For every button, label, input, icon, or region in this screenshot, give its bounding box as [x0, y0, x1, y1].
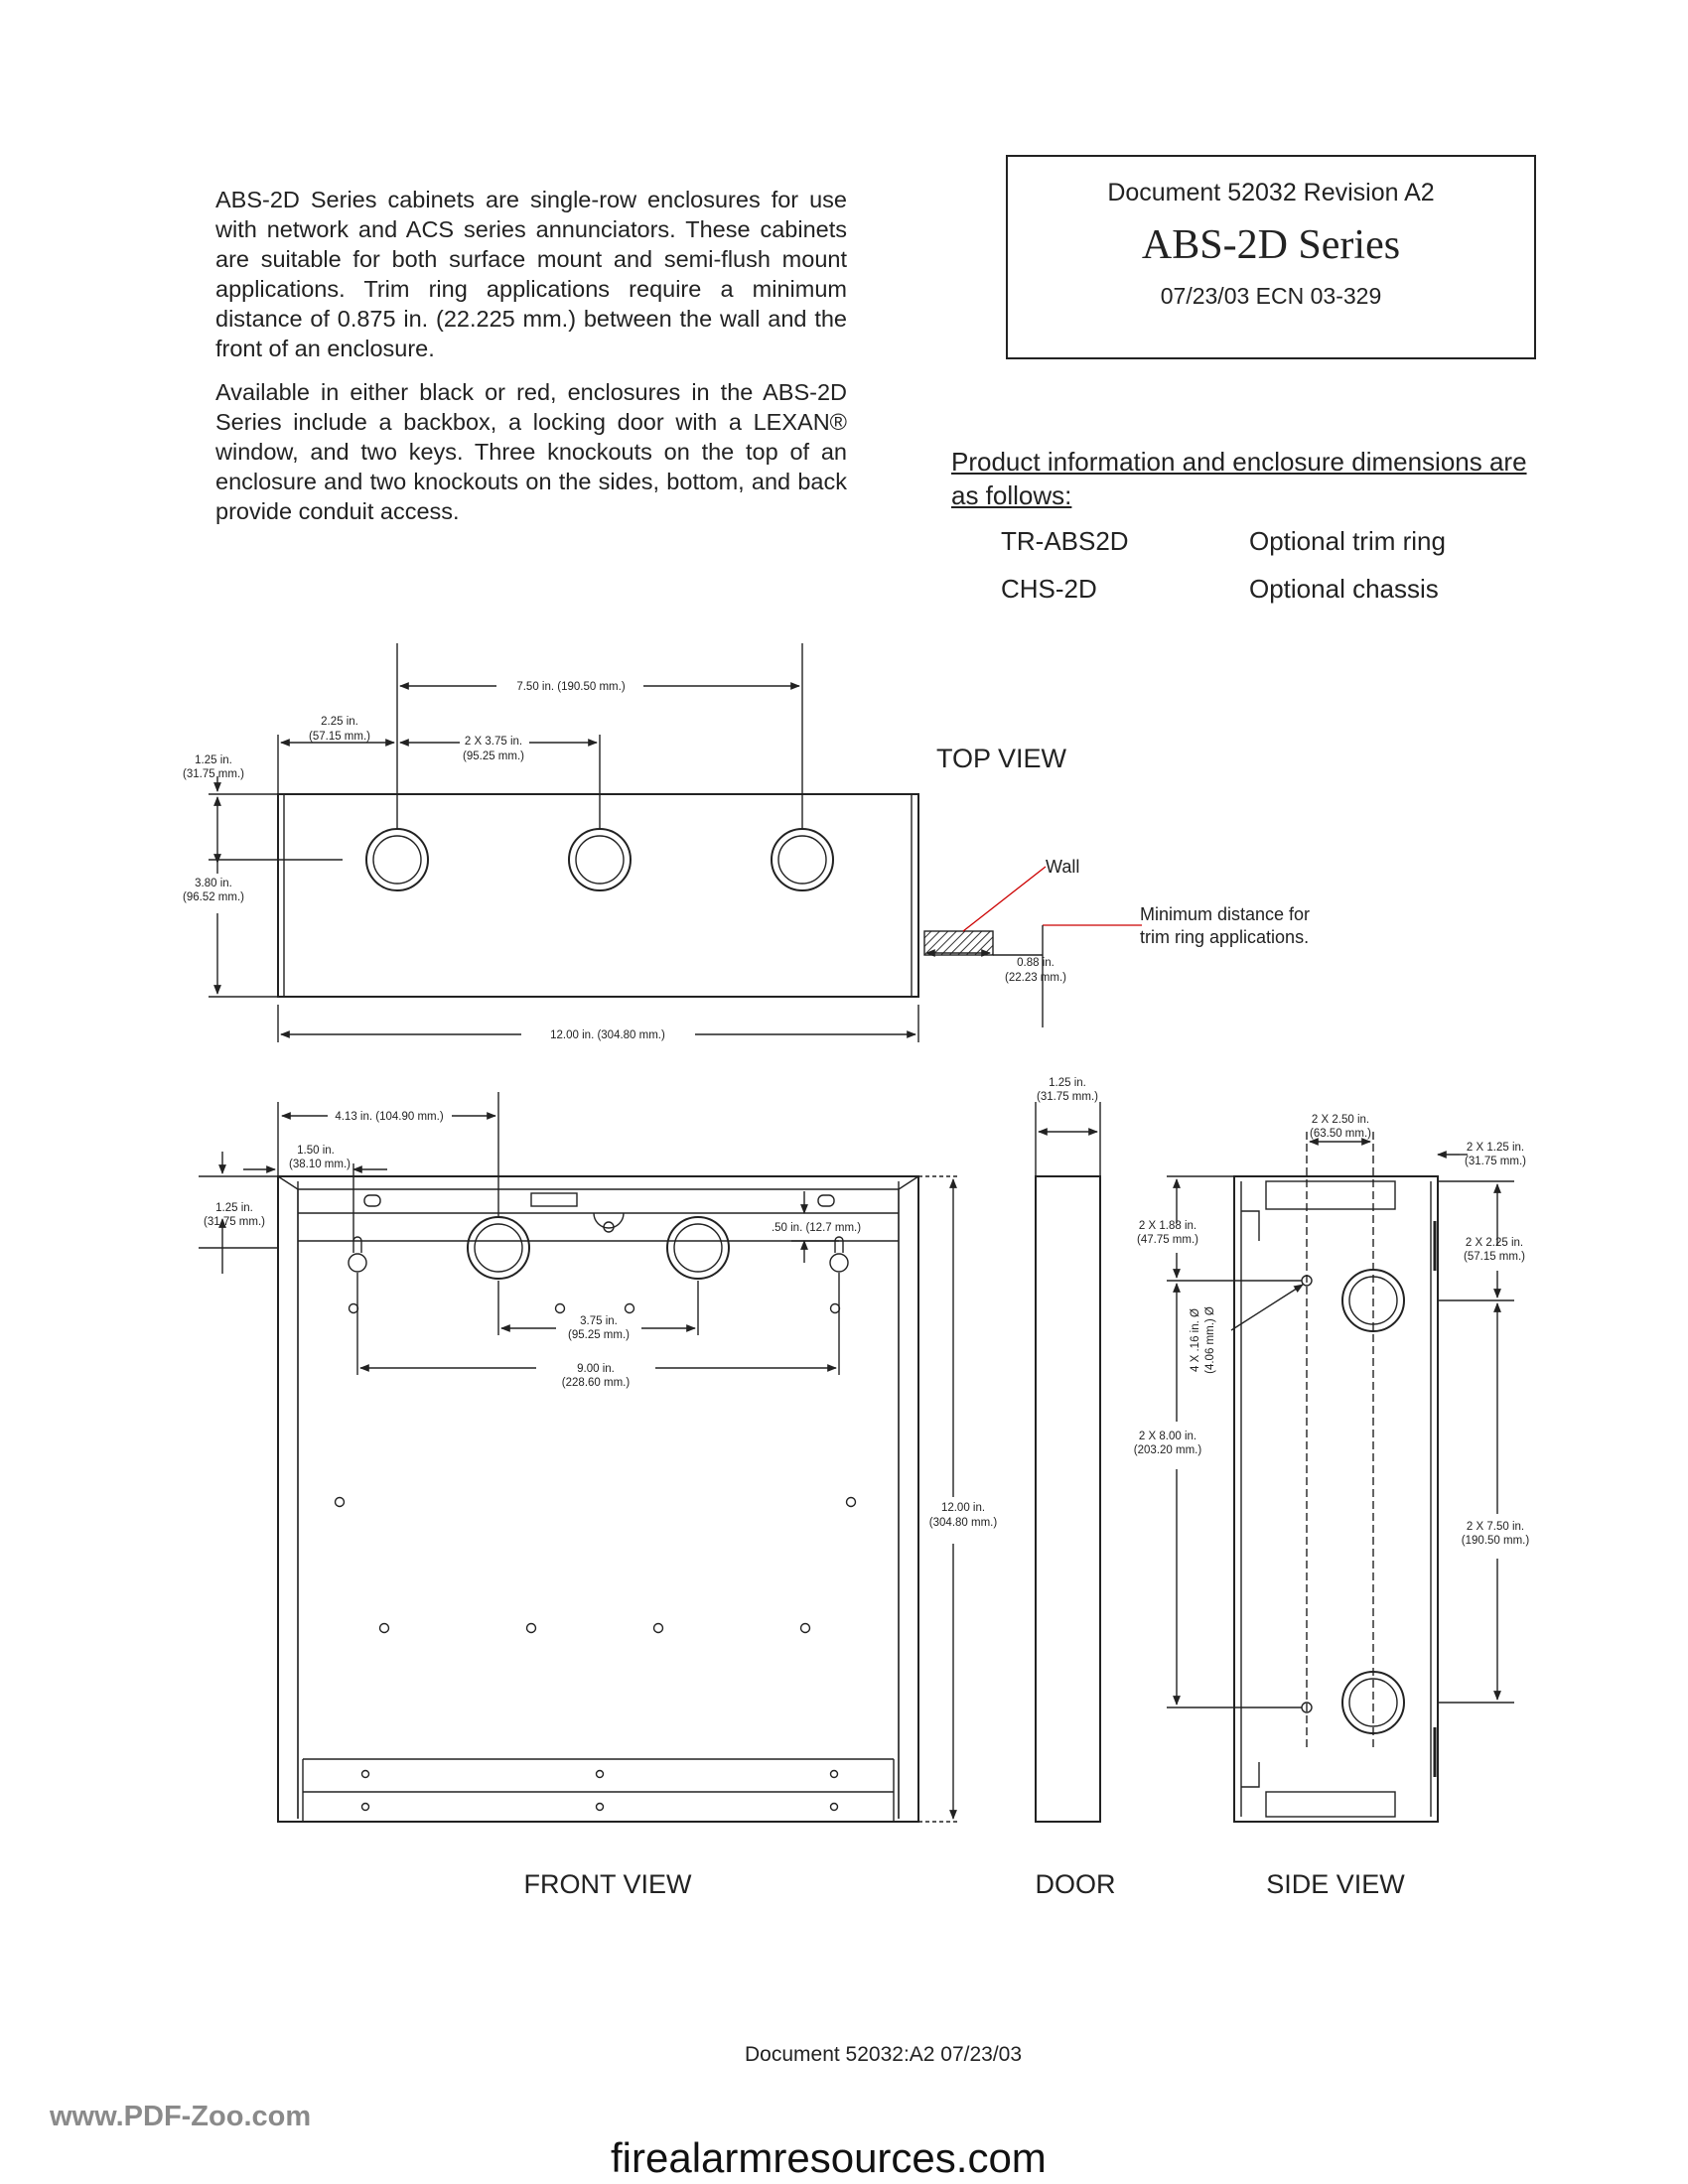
- dim-label: 2.25 in.: [321, 716, 358, 728]
- dim-label: 1.25 in.: [215, 1202, 253, 1214]
- dim-label: 12.00 in. (304.80 mm.): [550, 1029, 665, 1041]
- view-captions: TOP VIEW FRONT VIEW DOOR SIDE VIEW: [523, 744, 1405, 1899]
- dim-label: 12.00 in.: [941, 1502, 985, 1514]
- knockout-front-2: [666, 1216, 730, 1280]
- dim-label: 3.80 in.: [195, 878, 232, 889]
- door-view: 1.25 in. (31.75 mm.): [1035, 1077, 1101, 1823]
- side-view-outline: [1233, 1175, 1439, 1823]
- product-info-heading: Product information and enclosure dimens…: [951, 447, 1527, 510]
- front-view-caption: FRONT VIEW: [523, 1869, 692, 1899]
- dim-label: (38.10 mm.): [289, 1159, 351, 1170]
- watermark-bottom: firealarmresources.com: [611, 2134, 1047, 2181]
- keyhole-left: [348, 1236, 367, 1273]
- dim-label: 1.25 in.: [195, 754, 232, 766]
- top-view-caption: TOP VIEW: [936, 744, 1067, 773]
- dim-label: 2 X 1.88 in.: [1139, 1220, 1196, 1232]
- product-desc: Optional chassis: [1249, 574, 1439, 604]
- dim-label: (96.52 mm.): [183, 891, 244, 903]
- dim-label: (304.80 mm.): [929, 1517, 998, 1529]
- dim-label: 2 X 8.00 in.: [1139, 1431, 1196, 1442]
- dim-label: (95.25 mm.): [568, 1329, 630, 1341]
- dim-label: (95.25 mm.): [463, 751, 524, 762]
- dim-label: 2 X 1.25 in.: [1467, 1142, 1524, 1154]
- dim-label: 7.50 in. (190.50 mm.): [516, 681, 625, 693]
- document-title: ABS-2D Series: [1141, 222, 1401, 268]
- dim-label: 4 X .16 in. Ø: [1190, 1308, 1201, 1372]
- dim-label: (190.50 mm.): [1462, 1535, 1530, 1547]
- front-view-dimensions: 4.13 in. (104.90 mm.) 1.50 in. (38.10 mm…: [204, 1111, 997, 1529]
- document-ecn: 07/23/03 ECN 03-329: [1160, 283, 1382, 309]
- min-distance-note: trim ring applications.: [1140, 927, 1309, 947]
- intro-paragraph-2: Available in either black or red, enclos…: [215, 379, 847, 524]
- dim-label: (57.15 mm.): [1464, 1251, 1525, 1263]
- dim-label: .50 in. (12.7 mm.): [772, 1222, 861, 1234]
- product-code: TR-ABS2D: [1001, 526, 1129, 556]
- dim-label: (47.75 mm.): [1137, 1234, 1198, 1246]
- dim-label: (228.60 mm.): [562, 1377, 631, 1389]
- dim-label: (203.20 mm.): [1134, 1444, 1202, 1456]
- dim-label: 2 X 7.50 in.: [1467, 1521, 1524, 1533]
- top-view-notes: Wall Minimum distance for trim ring appl…: [1046, 857, 1310, 947]
- dim-label: (31.75 mm.): [1465, 1156, 1526, 1167]
- watermark-left: www.PDF-Zoo.com: [50, 2101, 312, 2132]
- product-row: TR-ABS2D Optional trim ring: [1001, 522, 1446, 570]
- product-list: TR-ABS2D Optional trim ring CHS-2D Optio…: [1001, 522, 1446, 617]
- door-outline: [1035, 1175, 1101, 1823]
- product-info: Product information and enclosure dimens…: [951, 445, 1547, 617]
- front-view-outline: [277, 1175, 919, 1823]
- document-revision: Document 52032 Revision A2: [1107, 179, 1435, 206]
- dim-label: 1.50 in.: [297, 1145, 335, 1157]
- dim-label: 2 X 2.50 in.: [1312, 1114, 1369, 1126]
- knockout-top-1: [365, 828, 429, 891]
- dim-label: 1.25 in.: [1049, 1077, 1086, 1089]
- dim-label: (31.75 mm.): [204, 1216, 265, 1228]
- dim-label: 9.00 in.: [577, 1363, 615, 1375]
- front-view: 4.13 in. (104.90 mm.) 1.50 in. (38.10 mm…: [199, 1092, 997, 1823]
- product-desc: Optional trim ring: [1249, 526, 1446, 556]
- door-dimensions: 1.25 in. (31.75 mm.): [1037, 1077, 1098, 1103]
- knockout-top-3: [771, 828, 834, 891]
- wall-hatch: [923, 930, 994, 956]
- footer-doc: Document 52032:A2 07/23/03: [745, 2043, 1023, 2066]
- dim-label: (31.75 mm.): [1037, 1091, 1098, 1103]
- door-caption: DOOR: [1036, 1869, 1116, 1899]
- min-distance-note: Minimum distance for: [1140, 904, 1310, 924]
- wall-label: Wall: [1046, 857, 1079, 877]
- dim-label: (57.15 mm.): [309, 731, 370, 743]
- side-view: 2 X 2.50 in. (63.50 mm.) 2 X 1.25 in. (3…: [1134, 1114, 1530, 1823]
- top-view-outline: [277, 793, 919, 998]
- dim-label: (31.75 mm.): [183, 768, 244, 780]
- top-view-dimensions: 7.50 in. (190.50 mm.) 2.25 in. (57.15 mm…: [183, 681, 1066, 1041]
- dim-label: 0.88 in.: [1017, 957, 1055, 969]
- dim-label: (63.50 mm.): [1310, 1128, 1371, 1140]
- document-header-box: Document 52032 Revision A2 ABS-2D Series…: [1006, 155, 1536, 359]
- knockout-top-2: [568, 828, 632, 891]
- top-view: 7.50 in. (190.50 mm.) 2.25 in. (57.15 mm…: [183, 643, 1310, 1042]
- dim-label: (4.06 mm.) Ø: [1204, 1306, 1216, 1374]
- dim-label: 3.75 in.: [580, 1315, 618, 1327]
- side-view-dimensions: 2 X 2.50 in. (63.50 mm.) 2 X 1.25 in. (3…: [1134, 1114, 1530, 1547]
- product-code: CHS-2D: [1001, 574, 1097, 604]
- product-row: CHS-2D Optional chassis: [1001, 570, 1446, 617]
- dim-label: 4.13 in. (104.90 mm.): [335, 1111, 443, 1123]
- dim-label: 2 X 3.75 in.: [465, 736, 522, 748]
- side-view-caption: SIDE VIEW: [1266, 1869, 1405, 1899]
- dim-label: 2 X 2.25 in.: [1466, 1237, 1523, 1249]
- intro-text: ABS-2D Series cabinets are single-row en…: [215, 185, 847, 540]
- intro-paragraph-1: ABS-2D Series cabinets are single-row en…: [215, 187, 847, 361]
- dim-label: (22.23 mm.): [1005, 972, 1066, 984]
- keyhole-right: [829, 1236, 849, 1273]
- knockout-front-1: [467, 1216, 530, 1280]
